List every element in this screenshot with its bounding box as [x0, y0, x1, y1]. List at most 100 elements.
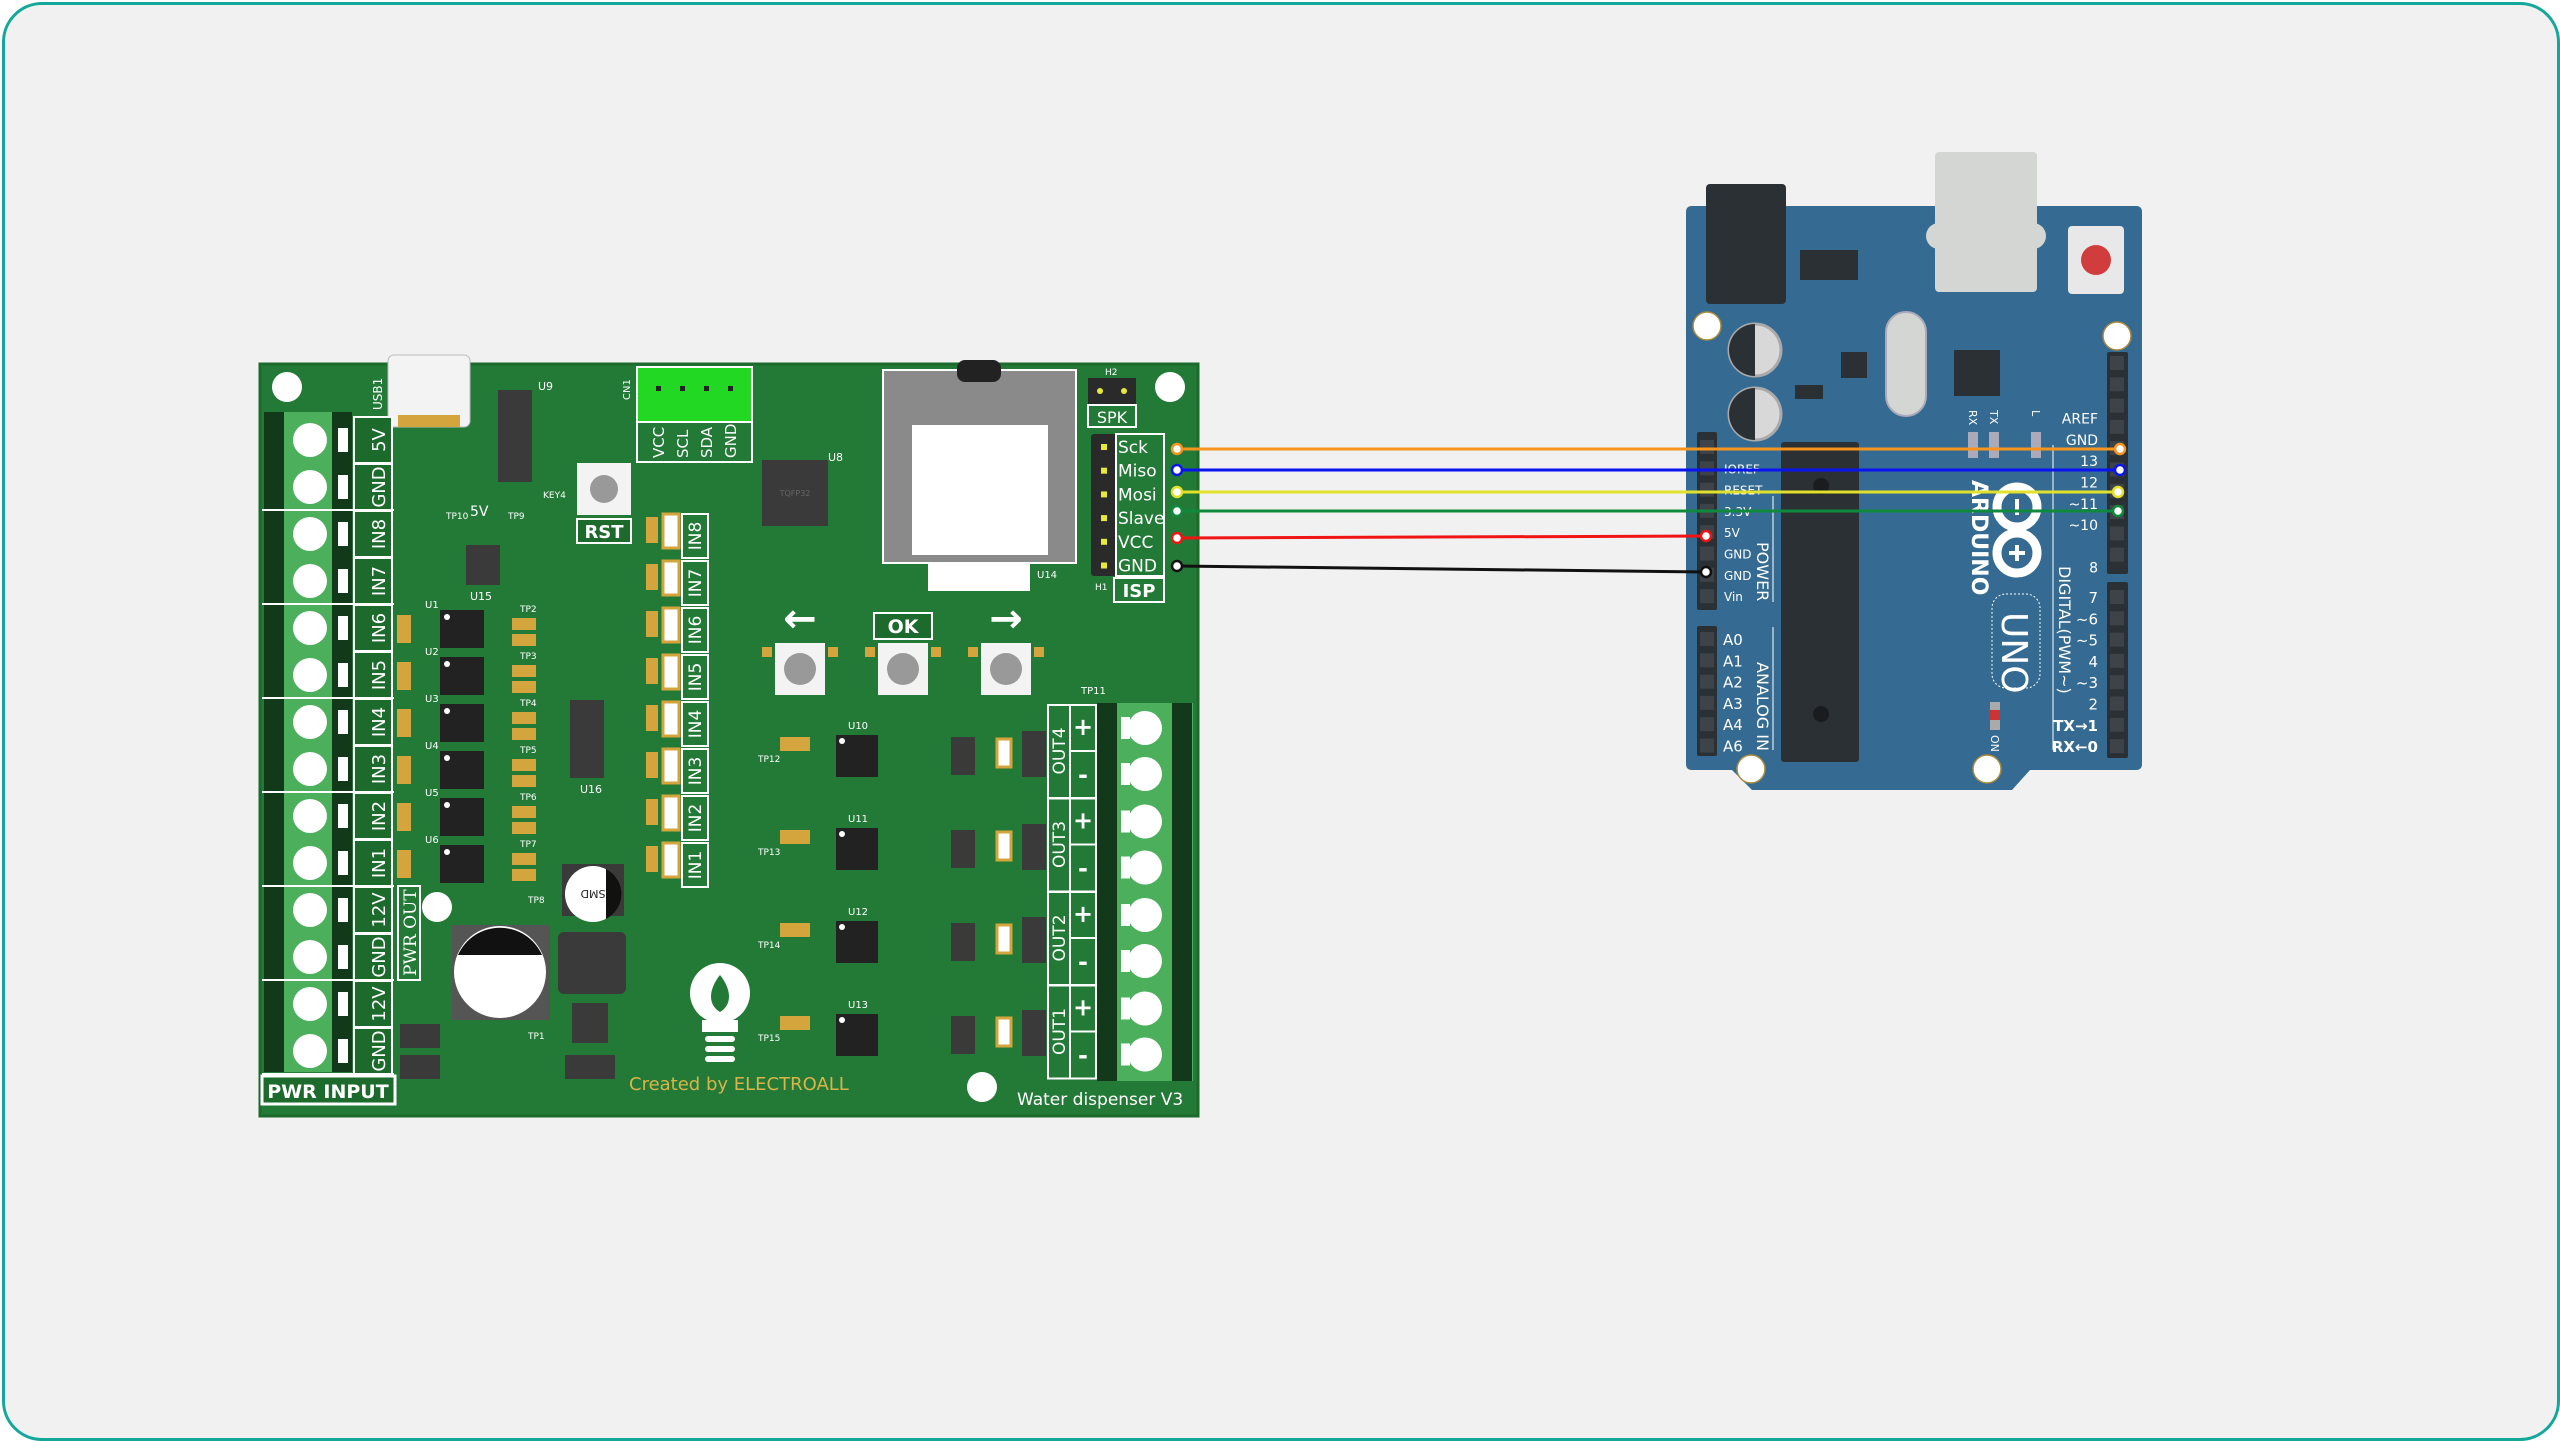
header-socket[interactable]: [2110, 675, 2124, 690]
isp-pin[interactable]: [1101, 444, 1107, 450]
tp-ref: TP12: [757, 755, 780, 765]
reset-button[interactable]: RST KEY4: [543, 463, 632, 544]
header-socket[interactable]: [2110, 739, 2124, 754]
isp-pin[interactable]: [1101, 467, 1107, 474]
arrow-right-icon: →: [989, 596, 1023, 642]
minus-label: -: [1078, 855, 1088, 883]
wire-endpoint[interactable]: [2111, 485, 2125, 499]
terminal-screw[interactable]: [293, 1034, 327, 1068]
terminal-screw[interactable]: [293, 940, 327, 974]
wire-endpoint[interactable]: [1699, 529, 1713, 543]
header-socket[interactable]: [1700, 461, 1714, 476]
terminal-label: IN8: [369, 519, 390, 549]
header-socket[interactable]: [2110, 653, 2124, 668]
wire-endpoint[interactable]: [1170, 559, 1184, 573]
wire-vcc-to-5v[interactable]: [1176, 534, 1707, 540]
nav-button-ok[interactable]: OK: [865, 612, 941, 695]
wire-endpoint[interactable]: [2113, 463, 2127, 477]
header-socket[interactable]: [1700, 482, 1714, 497]
header-socket[interactable]: [1700, 674, 1714, 689]
on-led-label: ON: [1988, 735, 2001, 752]
header-socket[interactable]: [1700, 589, 1714, 604]
nav-button-left[interactable]: ←: [762, 596, 838, 695]
isp-pin[interactable]: [1101, 515, 1107, 522]
terminal-screw[interactable]: [293, 799, 327, 833]
tqfp-label: TQFP32: [779, 489, 811, 498]
wire-endpoint[interactable]: [1170, 442, 1184, 456]
digital-header-bottom: [2107, 582, 2128, 758]
header-socket[interactable]: [1700, 695, 1714, 710]
isp-pin[interactable]: [1101, 538, 1107, 545]
terminal-screw[interactable]: [1128, 944, 1162, 978]
terminal-screw[interactable]: [293, 893, 327, 927]
terminal-screw[interactable]: [293, 423, 327, 457]
mounting-hole: [1736, 754, 1766, 784]
wire-endpoint[interactable]: [1170, 504, 1184, 518]
terminal-screw[interactable]: [1128, 898, 1162, 932]
terminal-screw[interactable]: [1128, 711, 1162, 745]
nav-button-right[interactable]: →: [968, 596, 1044, 695]
usb-c-connector[interactable]: USB1: [371, 354, 471, 428]
terminal-screw[interactable]: [1128, 991, 1162, 1026]
terminal-screw[interactable]: [293, 846, 327, 880]
header-socket[interactable]: [1700, 632, 1714, 646]
terminal-screw[interactable]: [293, 705, 327, 739]
analog-pin-label: A3: [1723, 695, 1743, 713]
header-socket[interactable]: [1700, 717, 1714, 732]
terminal-screw[interactable]: [1128, 757, 1162, 791]
wire-endpoint[interactable]: [1699, 565, 1713, 579]
diode: [1022, 824, 1046, 870]
header-socket[interactable]: [1700, 440, 1714, 454]
isp-pin[interactable]: [1101, 562, 1107, 569]
output-terminal-block[interactable]: OUT4+-OUT3+-OUT2+-OUT1+-: [1047, 703, 1193, 1081]
terminal-screw[interactable]: [293, 987, 327, 1021]
i2c-pin-label: VCC: [650, 427, 668, 458]
header-socket[interactable]: [2110, 377, 2124, 392]
header-socket[interactable]: [2110, 590, 2124, 604]
header-socket[interactable]: [2110, 547, 2124, 562]
wire-gnd-to-gnd[interactable]: [1176, 564, 1707, 574]
wire-endpoint[interactable]: [1170, 463, 1184, 477]
terminal-screw[interactable]: [1128, 850, 1162, 885]
analog-pin-label: A1: [1723, 652, 1743, 670]
left-terminal-block[interactable]: 5VGNDIN8IN7IN6IN5IN4IN3IN2IN112VGND12VGN…: [262, 412, 394, 1075]
header-socket[interactable]: [2110, 398, 2124, 413]
header-socket[interactable]: [2110, 611, 2124, 626]
rst-label: RST: [584, 522, 624, 543]
header-socket[interactable]: [2110, 356, 2124, 370]
terminal-screw[interactable]: [293, 564, 327, 598]
terminal-screw[interactable]: [293, 752, 327, 786]
header-socket[interactable]: [2110, 526, 2124, 541]
header-socket[interactable]: [2110, 419, 2124, 434]
terminal-label: IN1: [369, 848, 390, 878]
terminal-screw[interactable]: [1128, 804, 1162, 839]
output-label: OUT1: [1050, 1008, 1070, 1055]
terminal-screw[interactable]: [1128, 1037, 1162, 1072]
terminal-screw[interactable]: [293, 517, 327, 551]
terminal-label: GND: [369, 466, 390, 507]
header-socket[interactable]: [2110, 632, 2124, 647]
tp-ref: TP4: [519, 699, 537, 709]
wire-endpoint[interactable]: [1170, 531, 1184, 545]
atmega328-chip: [1781, 442, 1859, 762]
header-socket[interactable]: [2110, 717, 2124, 732]
isp-pin[interactable]: [1101, 491, 1107, 498]
header-socket[interactable]: [1700, 546, 1714, 561]
terminal-screw[interactable]: [293, 658, 327, 692]
u15-ref: U15: [470, 590, 492, 603]
terminal-screw[interactable]: [293, 470, 327, 504]
wire-endpoint[interactable]: [2111, 504, 2125, 518]
spk-header[interactable]: SPK H2: [1087, 368, 1137, 428]
header-socket[interactable]: [1700, 653, 1714, 668]
wire-endpoint[interactable]: [1170, 485, 1184, 499]
wire-endpoint[interactable]: [2113, 442, 2127, 456]
terminal-screw[interactable]: [293, 611, 327, 645]
header-socket[interactable]: [1700, 738, 1714, 753]
pcb-board[interactable]: USB1 5VGNDIN8IN7IN6IN5IN4IN3IN2IN112VGND…: [258, 354, 1200, 1118]
header-socket[interactable]: [2110, 696, 2124, 711]
